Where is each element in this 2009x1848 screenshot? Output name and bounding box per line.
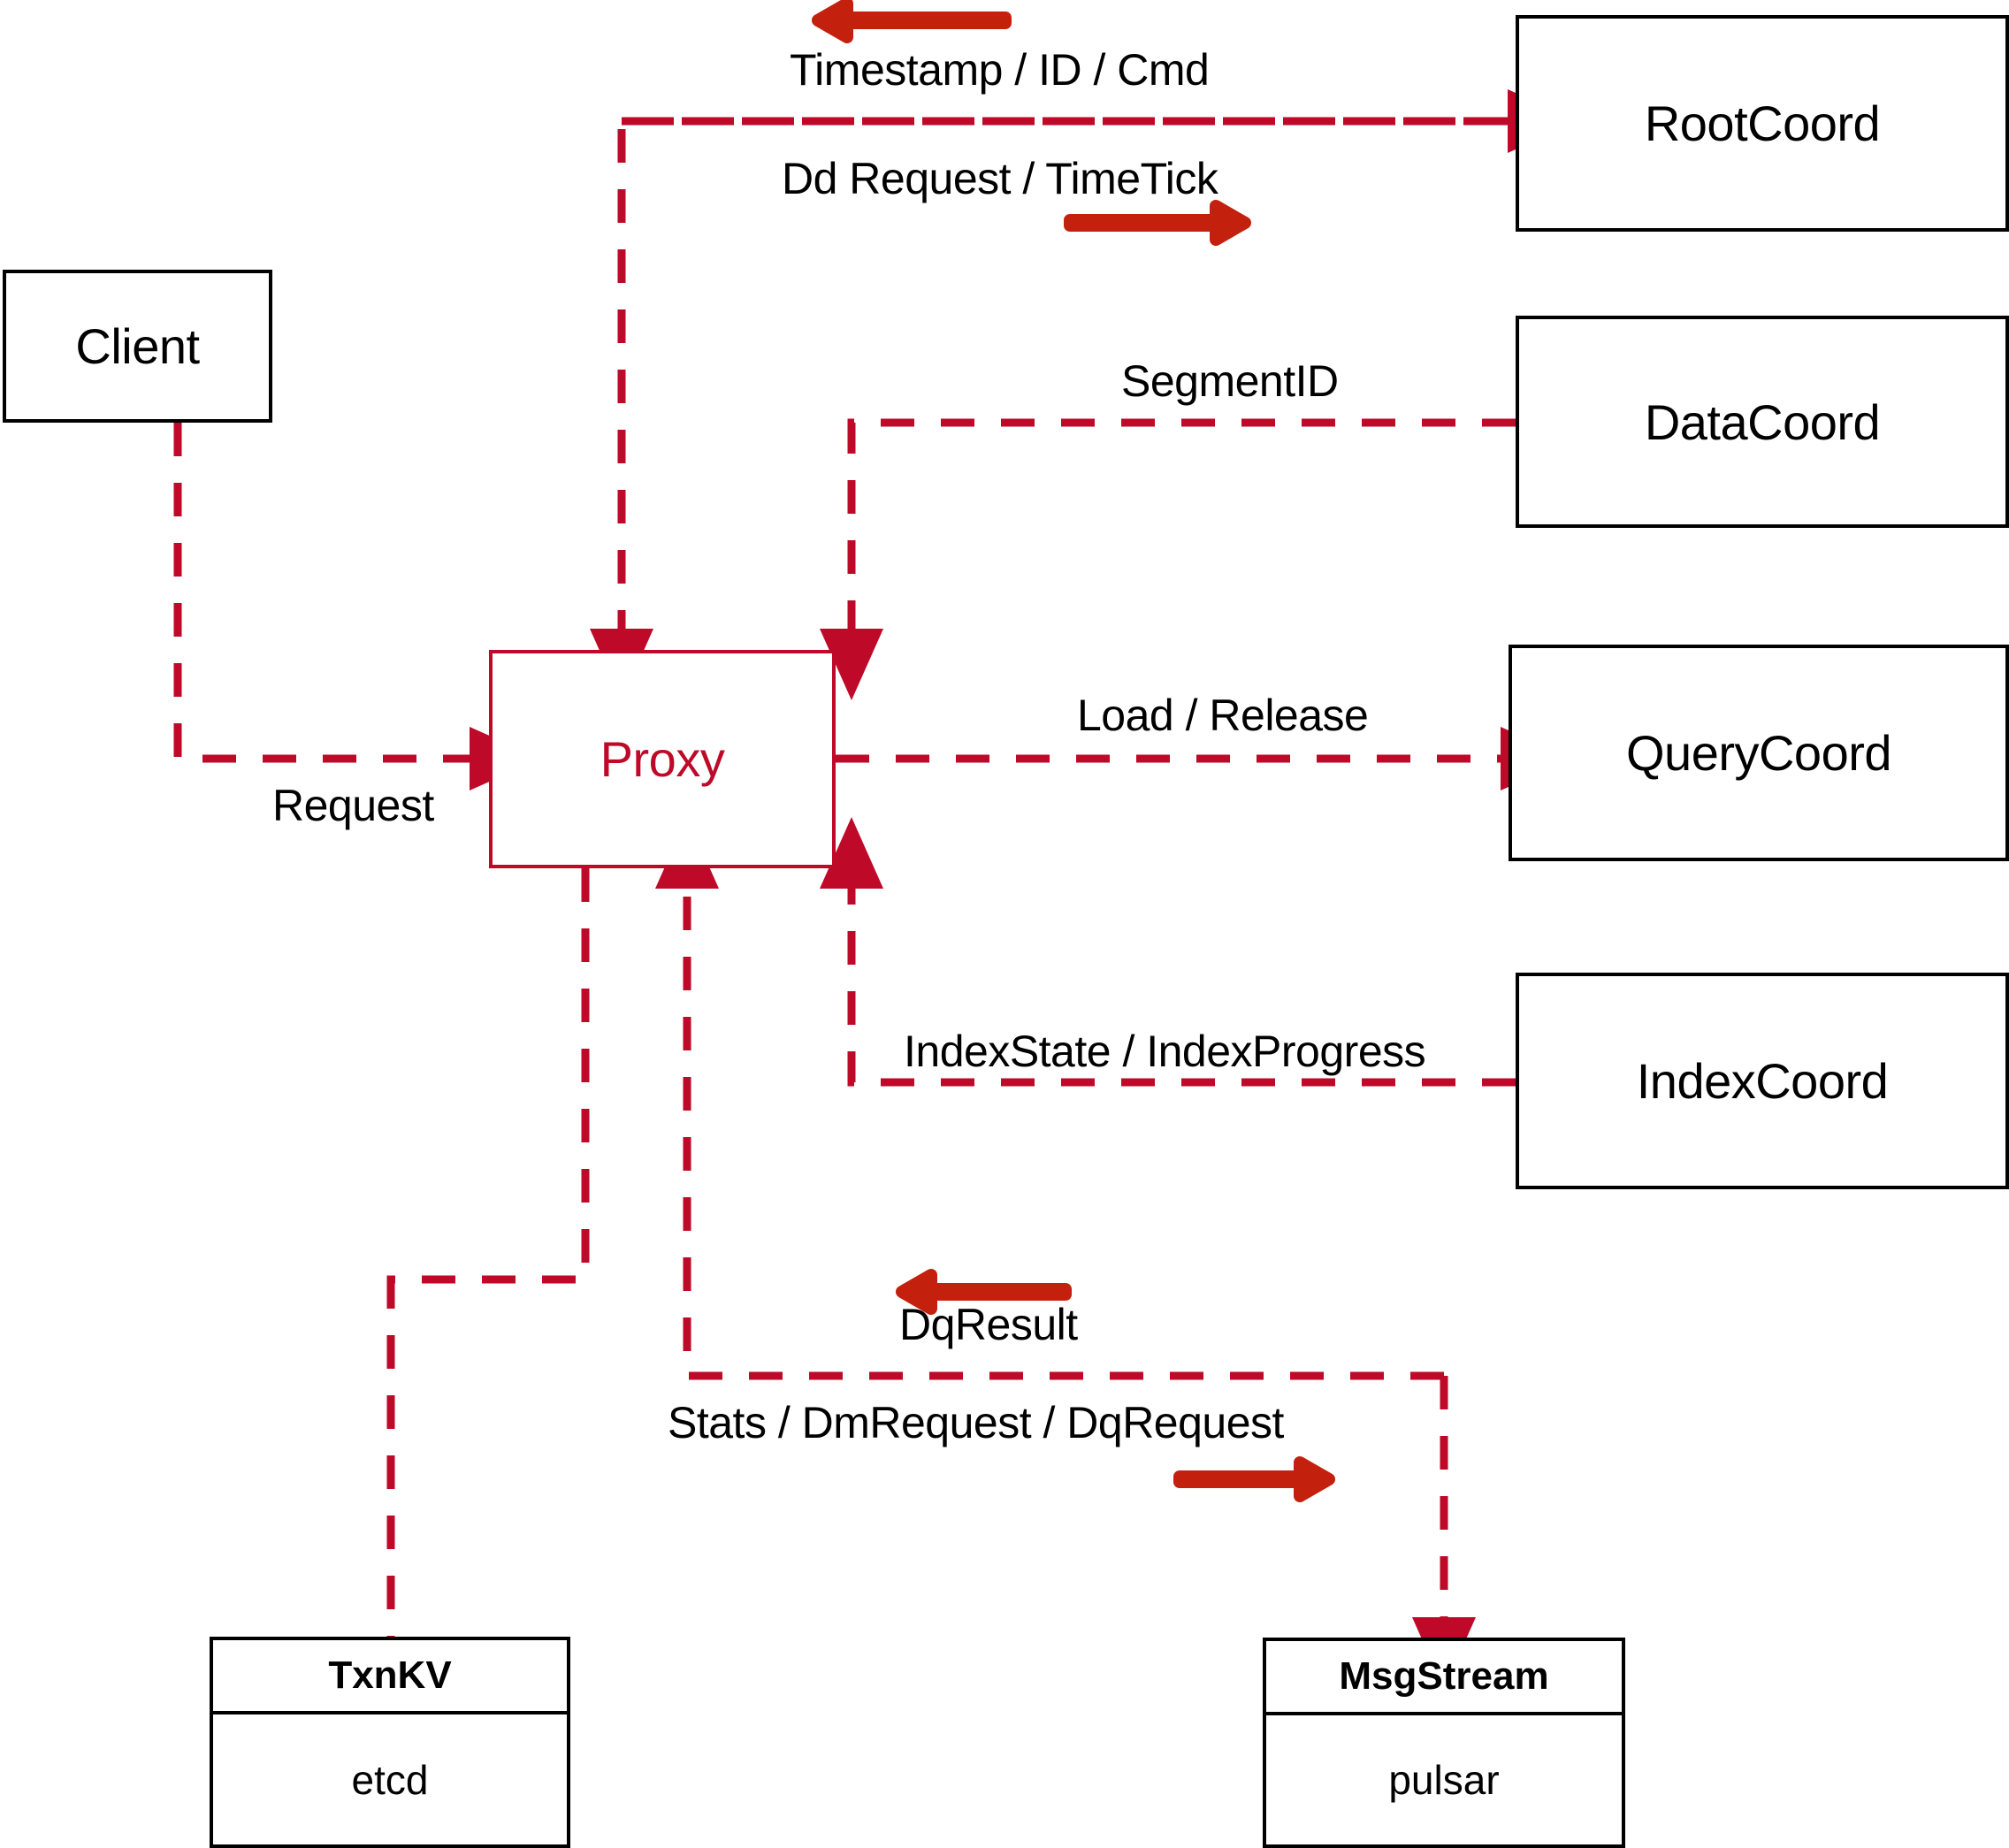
edge-label-stats-dm-dq: Stats / DmRequest / DqRequest [668, 1398, 1284, 1447]
node-indexcoord-label: IndexCoord [1636, 1053, 1889, 1109]
edge-datacoord-proxy [820, 418, 1516, 700]
node-datacoord[interactable]: DataCoord [1516, 316, 2009, 528]
edge-label-load-release: Load / Release [1077, 691, 1369, 740]
edge-label-dqresult: DqResult [899, 1300, 1078, 1349]
arrow-stats-dm-dq-icon [1173, 1456, 1335, 1502]
edge-label-segmentid: SegmentID [1121, 356, 1339, 406]
edge-client-proxy [173, 423, 541, 790]
node-client[interactable]: Client [3, 270, 272, 423]
node-querycoord[interactable]: QueryCoord [1509, 645, 2009, 861]
arrow-timestamp-id-cmd-icon [812, 0, 1012, 43]
edge-rootcoord-proxy [590, 89, 1579, 700]
edge-indexcoord-proxy [820, 817, 1516, 1087]
node-msgstream-body: pulsar [1388, 1757, 1500, 1803]
edge-label-request: Request [272, 781, 434, 830]
node-indexcoord[interactable]: IndexCoord [1516, 973, 2009, 1189]
edge-label-indexstate-progress: IndexState / IndexProgress [904, 1027, 1426, 1076]
arrow-dd-request-timetick-icon [1064, 200, 1251, 246]
node-datacoord-label: DataCoord [1644, 393, 1881, 450]
node-rootcoord[interactable]: RootCoord [1516, 15, 2009, 232]
node-msgstream[interactable]: MsgStream pulsar [1263, 1638, 1625, 1848]
edge-label-timestamp-id-cmd: Timestamp / ID / Cmd [790, 45, 1210, 95]
edge-msgstream-proxy-dqresult [655, 817, 1444, 1380]
node-txnkv-header: TxnKV [213, 1640, 567, 1714]
arrow-dqresult-icon [896, 1269, 1072, 1315]
node-txnkv-body: etcd [351, 1756, 429, 1803]
node-proxy-label: Proxy [600, 731, 725, 787]
edge-label-dd-request-timetick: Dd Request / TimeTick [782, 154, 1218, 203]
node-proxy[interactable]: Proxy [489, 650, 836, 868]
node-querycoord-label: QueryCoord [1625, 725, 1892, 781]
node-txnkv[interactable]: TxnKV etcd [210, 1637, 570, 1848]
node-rootcoord-label: RootCoord [1644, 95, 1881, 151]
node-client-label: Client [75, 318, 200, 374]
node-msgstream-header: MsgStream [1266, 1641, 1622, 1715]
edge-proxy-txnkv [386, 868, 590, 1637]
